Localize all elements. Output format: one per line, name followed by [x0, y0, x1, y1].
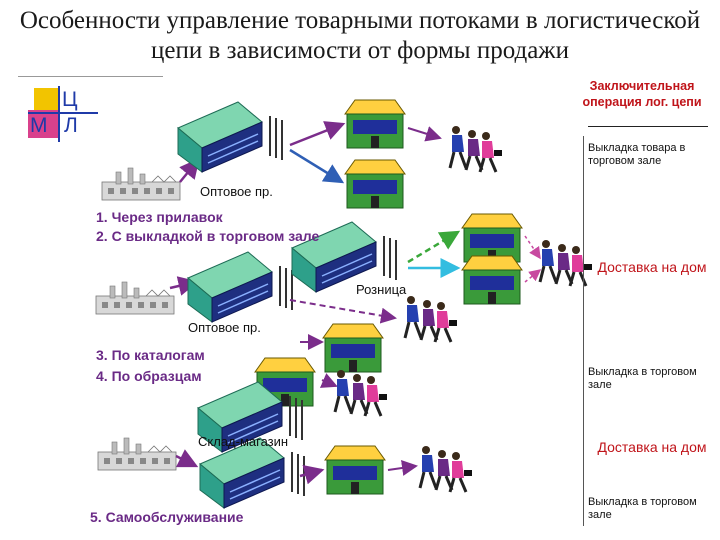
outcome-display-2: Выкладка в торговом зале — [588, 366, 697, 391]
store-icon — [322, 323, 384, 373]
final-operation-header: Заключительная операция лог. цепи — [582, 79, 702, 109]
outcome-display-3: Выкладка в торговом зале — [588, 496, 697, 521]
logo-letter-m: М — [30, 114, 48, 137]
arrow-to-store-1a — [289, 121, 346, 147]
arrow-retail-to-store-a — [407, 230, 461, 264]
factory-icon — [95, 281, 175, 315]
customers-icon — [403, 294, 459, 344]
outcome-display-1: Выкладка товара в торговом зале — [588, 142, 686, 167]
method-item: 5. Самообслуживание — [90, 509, 244, 525]
method-group-3: 5. Самообслуживание — [90, 508, 243, 527]
store-icon — [344, 99, 406, 149]
customers-icon — [538, 238, 594, 288]
label-retail: Розница — [356, 282, 407, 297]
outcome-delivery-1: Доставка на дом — [597, 259, 707, 275]
warehouse-icon — [177, 101, 283, 173]
arrow-factory-to-warehouse-4 — [175, 449, 199, 468]
method-item: 1. Через прилавок — [96, 209, 223, 225]
store-icon — [324, 445, 386, 495]
arrow-wholesale-to-customers — [289, 299, 397, 324]
page-title: Особенности управление товарными потокам… — [19, 7, 701, 64]
outcome-delivery-2: Доставка на дом — [597, 439, 707, 455]
arrow-to-customers-1 — [407, 126, 442, 142]
logo-letter-ts: Ц — [62, 88, 78, 111]
logo-yellow-square — [34, 88, 58, 112]
method-item: 2. С выкладкой в торговом зале — [96, 228, 320, 244]
method-item: 3. По каталогам — [96, 347, 205, 363]
title-divider — [18, 76, 163, 77]
logo-horizontal-bar — [28, 112, 98, 114]
arrow-store-to-home-b — [524, 269, 542, 283]
store-icon — [344, 159, 406, 209]
right-divider — [583, 136, 584, 526]
label-wholesale-2: Оптовое пр. — [188, 320, 261, 335]
logo-pink-square — [28, 110, 58, 138]
logo-vertical-bar — [58, 86, 60, 142]
arrow-to-store-1b — [289, 148, 345, 184]
header-underline — [588, 126, 708, 127]
label-wholesale-1: Оптовое пр. — [200, 184, 273, 199]
label-warehouse-store: Склад-магазин — [198, 434, 289, 449]
store-icon — [461, 213, 523, 263]
customers-icon — [418, 444, 474, 494]
logo-letter-l: Л — [64, 114, 78, 137]
store-icon — [461, 255, 523, 305]
factory-icon — [101, 167, 181, 201]
customers-icon — [448, 124, 504, 174]
method-group-2: 3. По каталогам 4. По образцам — [96, 346, 205, 386]
customers-icon — [333, 368, 389, 418]
arrow-to-customers-4 — [387, 460, 418, 476]
arrow-to-customers-3 — [319, 373, 338, 388]
arrow-store-to-home-a — [524, 235, 541, 260]
method-item: 4. По образцам — [96, 368, 202, 384]
method-group-1: 1. Через прилавок 2. С выкладкой в торго… — [96, 208, 319, 246]
logo: Ц М Л — [28, 86, 98, 146]
warehouse-icon — [187, 251, 293, 323]
factory-icon — [97, 437, 177, 471]
arrow-to-store-4 — [299, 464, 325, 485]
